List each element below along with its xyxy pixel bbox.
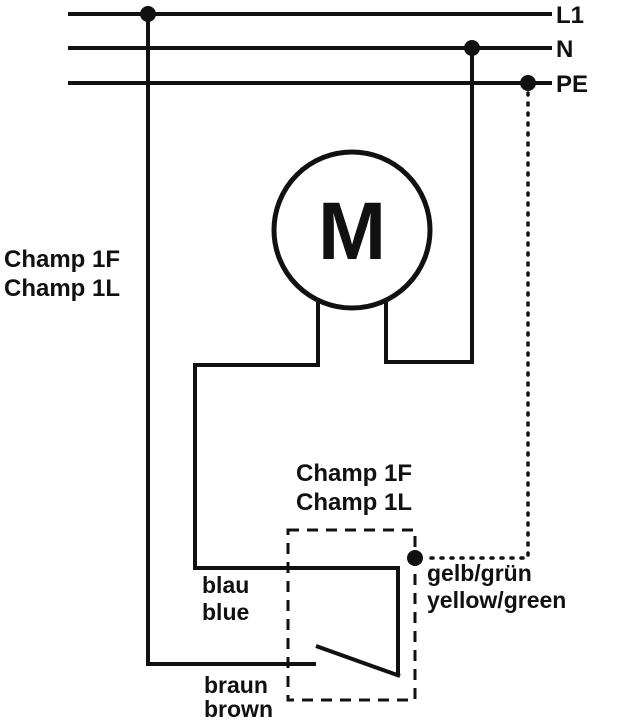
l1-label: L1 <box>556 2 584 29</box>
device-label-line2: Champ 1L <box>4 275 120 302</box>
earth-wire-label-en: yellow/green <box>427 587 566 613</box>
n-label: N <box>556 36 573 63</box>
switch-blade <box>315 644 401 678</box>
motor-circle <box>271 149 433 311</box>
switch-enclosure-box <box>286 528 417 702</box>
pe-label: PE <box>556 71 588 98</box>
earth-wire-dotted <box>421 81 530 560</box>
device-label-line1: Champ 1F <box>4 246 120 273</box>
brown-wire-label-en: brown <box>204 696 273 720</box>
earth-wire-label-de: gelb/grün <box>427 560 532 586</box>
switch-label-line2: Champ 1L <box>296 489 412 516</box>
brown-wire-label-de: braun <box>204 672 268 698</box>
blue-wire-label-en: blue <box>202 599 249 625</box>
neutral-wire <box>384 48 474 364</box>
switch-label-line1: Champ 1F <box>296 460 412 487</box>
blue-wire <box>193 300 400 675</box>
blue-wire-label-de: blau <box>202 572 249 598</box>
motor-label: M <box>318 186 386 277</box>
brown-wire <box>146 14 316 666</box>
